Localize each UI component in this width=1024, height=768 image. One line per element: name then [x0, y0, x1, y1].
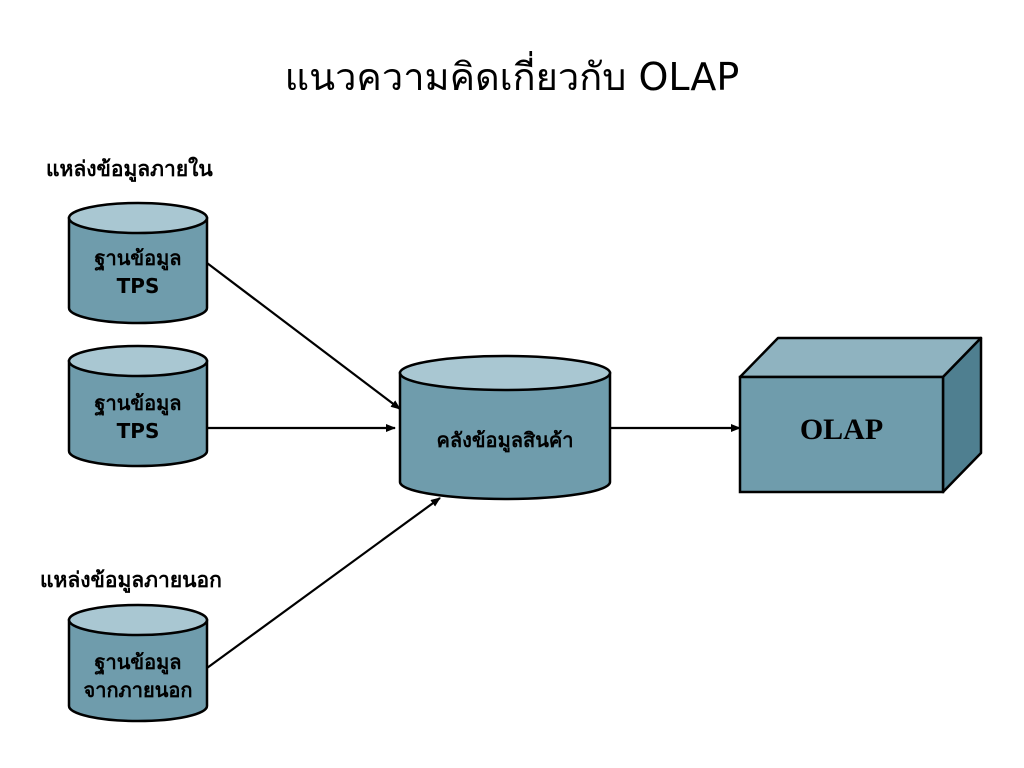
olap-label: OLAP	[799, 413, 884, 446]
data-warehouse-cylinder	[398, 354, 612, 501]
external-db-label: ฐานข้อมูล จากภายนอก	[59, 648, 217, 704]
slide-title: แนวความคิดเกี่ยวกับ OLAP	[284, 55, 740, 99]
external-db-label-line1: ฐานข้อมูล	[94, 650, 182, 674]
database-cylinder-tps-1	[67, 201, 209, 325]
olap-cube	[738, 336, 983, 494]
arrow-tps1-to-warehouse	[206, 262, 401, 410]
warehouse-label: คลังข้อมูลสินค้า	[436, 428, 574, 452]
tps-1-label: ฐานข้อมูล TPS	[69, 244, 207, 300]
external-sources-label: แหล่งข้อมูลภายนอก	[40, 568, 222, 592]
tps-2-label-line2: TPS	[116, 419, 160, 443]
tps-1-label-line1: ฐานข้อมูล	[94, 246, 182, 270]
arrow-external-to-warehouse	[206, 497, 441, 669]
database-cylinder-external	[67, 603, 209, 723]
external-db-label-line2: จากภายนอก	[83, 678, 193, 702]
tps-2-label: ฐานข้อมูล TPS	[69, 389, 207, 445]
database-cylinder-tps-2	[67, 344, 209, 468]
internal-sources-label: แหล่งข้อมูลภายใน	[46, 157, 213, 181]
tps-2-label-line1: ฐานข้อมูล	[94, 391, 182, 415]
tps-1-label-line2: TPS	[116, 274, 160, 298]
